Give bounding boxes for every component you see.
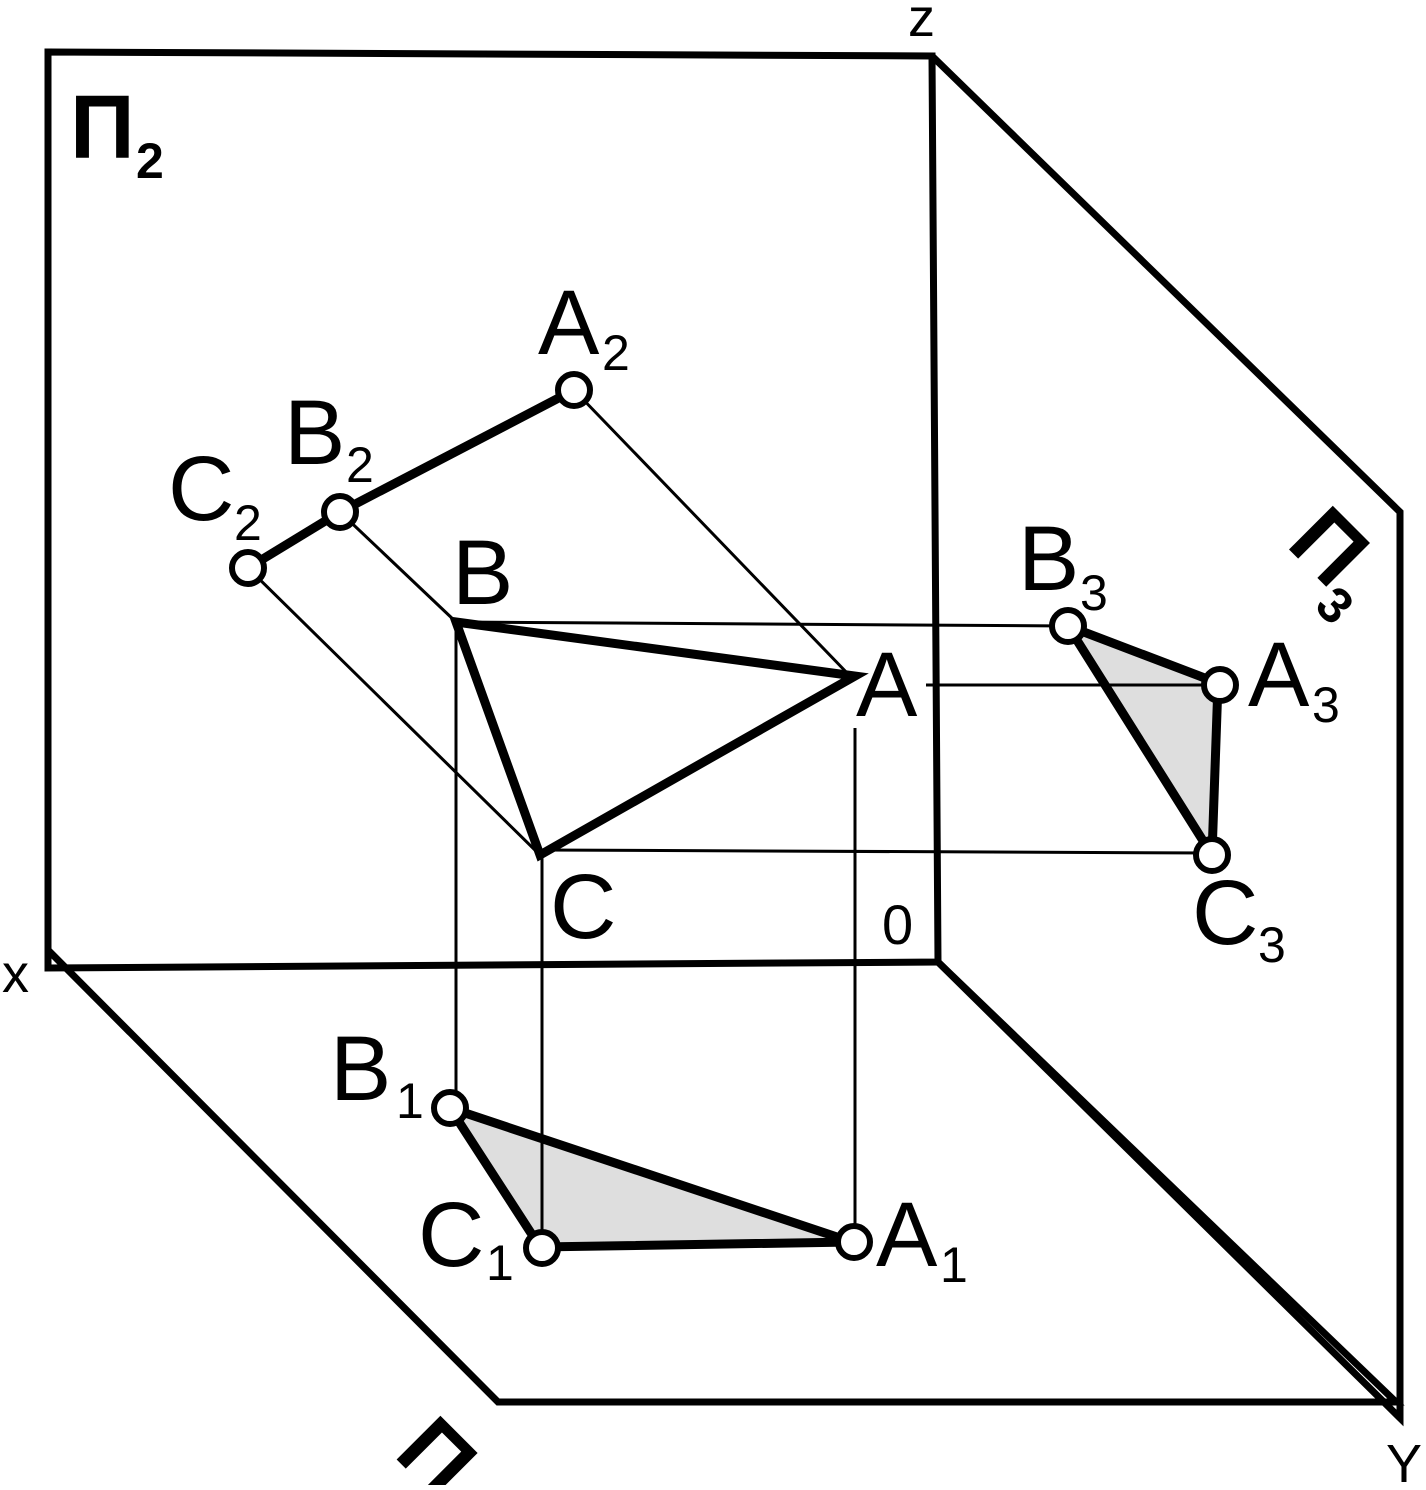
- point-b2-marker: [321, 493, 359, 531]
- point-c1-index: 1: [486, 1235, 514, 1291]
- point-c2-marker: [229, 549, 267, 587]
- axis-x-label: x: [2, 944, 29, 1004]
- point-c-label: C: [550, 856, 616, 958]
- point-b-label: B: [452, 522, 513, 624]
- point-a1-marker: [835, 1223, 873, 1261]
- point-b1-index: 1: [396, 1073, 424, 1129]
- point-a-label: A: [856, 634, 918, 736]
- plane-p1-letter: П: [378, 1399, 494, 1485]
- link-a2-a: [572, 388, 852, 678]
- point-b2-letter: B: [284, 382, 345, 484]
- point-a2-letter: A: [538, 272, 600, 374]
- plane-p2-letter: П: [70, 78, 135, 178]
- point-b3-index: 3: [1080, 565, 1108, 621]
- point-a2-index: 2: [602, 325, 630, 381]
- plane-p1-label: П 1: [378, 1399, 494, 1490]
- plane-p3-frame: [929, 53, 1404, 1427]
- plane-p2-label: П 2: [70, 78, 164, 189]
- plane-p1-frame: [45, 947, 1405, 1406]
- triangle-p-projection-edges: [1057, 617, 1223, 858]
- triangle-h-projection-edges: [439, 1099, 854, 1252]
- point-a1-index: 1: [940, 1237, 968, 1293]
- point-c3-letter: C: [1192, 862, 1258, 964]
- point-c1-marker: [523, 1229, 561, 1267]
- point-a3-label: A 3: [1248, 624, 1340, 733]
- plane-p2-index: 2: [136, 133, 164, 189]
- point-c2-letter: C: [168, 438, 234, 540]
- point-c2-label: C 2: [168, 438, 262, 551]
- point-c2-index: 2: [234, 495, 262, 551]
- point-a2-label: A 2: [538, 272, 630, 381]
- point-b2-index: 2: [346, 437, 374, 493]
- plane-p3-letter: П: [1271, 489, 1387, 605]
- point-a3-marker: [1201, 666, 1239, 704]
- triangle-abc: [449, 616, 869, 862]
- point-b2-label: B 2: [284, 382, 374, 493]
- point-c3-marker: [1193, 836, 1231, 874]
- point-c1-letter: C: [418, 1184, 484, 1286]
- axis-z-label: z: [908, 0, 935, 48]
- link-c-c3: [539, 848, 1213, 855]
- plane-p3-label: П 3: [1271, 489, 1387, 635]
- point-b1-label: B 1: [330, 1018, 424, 1129]
- origin-label: 0: [882, 893, 913, 956]
- point-c3-index: 3: [1258, 917, 1286, 973]
- point-b3-letter: B: [1018, 508, 1079, 610]
- link-b2-b: [338, 510, 458, 624]
- point-a2-marker: [555, 371, 593, 409]
- point-c1-label: C 1: [418, 1184, 514, 1291]
- point-b3-label: B 3: [1018, 508, 1108, 621]
- point-a3-letter: A: [1248, 624, 1310, 726]
- link-b-b3: [455, 620, 1069, 628]
- point-c3-label: C 3: [1192, 862, 1286, 973]
- link-c2-c: [246, 566, 542, 857]
- point-b3-marker: [1049, 607, 1087, 645]
- axis-y-label: Y: [1386, 1434, 1422, 1485]
- point-a1-label: A 1: [876, 1184, 968, 1293]
- point-b1-marker: [431, 1089, 469, 1127]
- segment-b2-a2: [337, 386, 577, 516]
- point-a1-letter: A: [876, 1184, 938, 1286]
- point-a3-index: 3: [1312, 677, 1340, 733]
- point-b1-letter: B: [330, 1018, 391, 1120]
